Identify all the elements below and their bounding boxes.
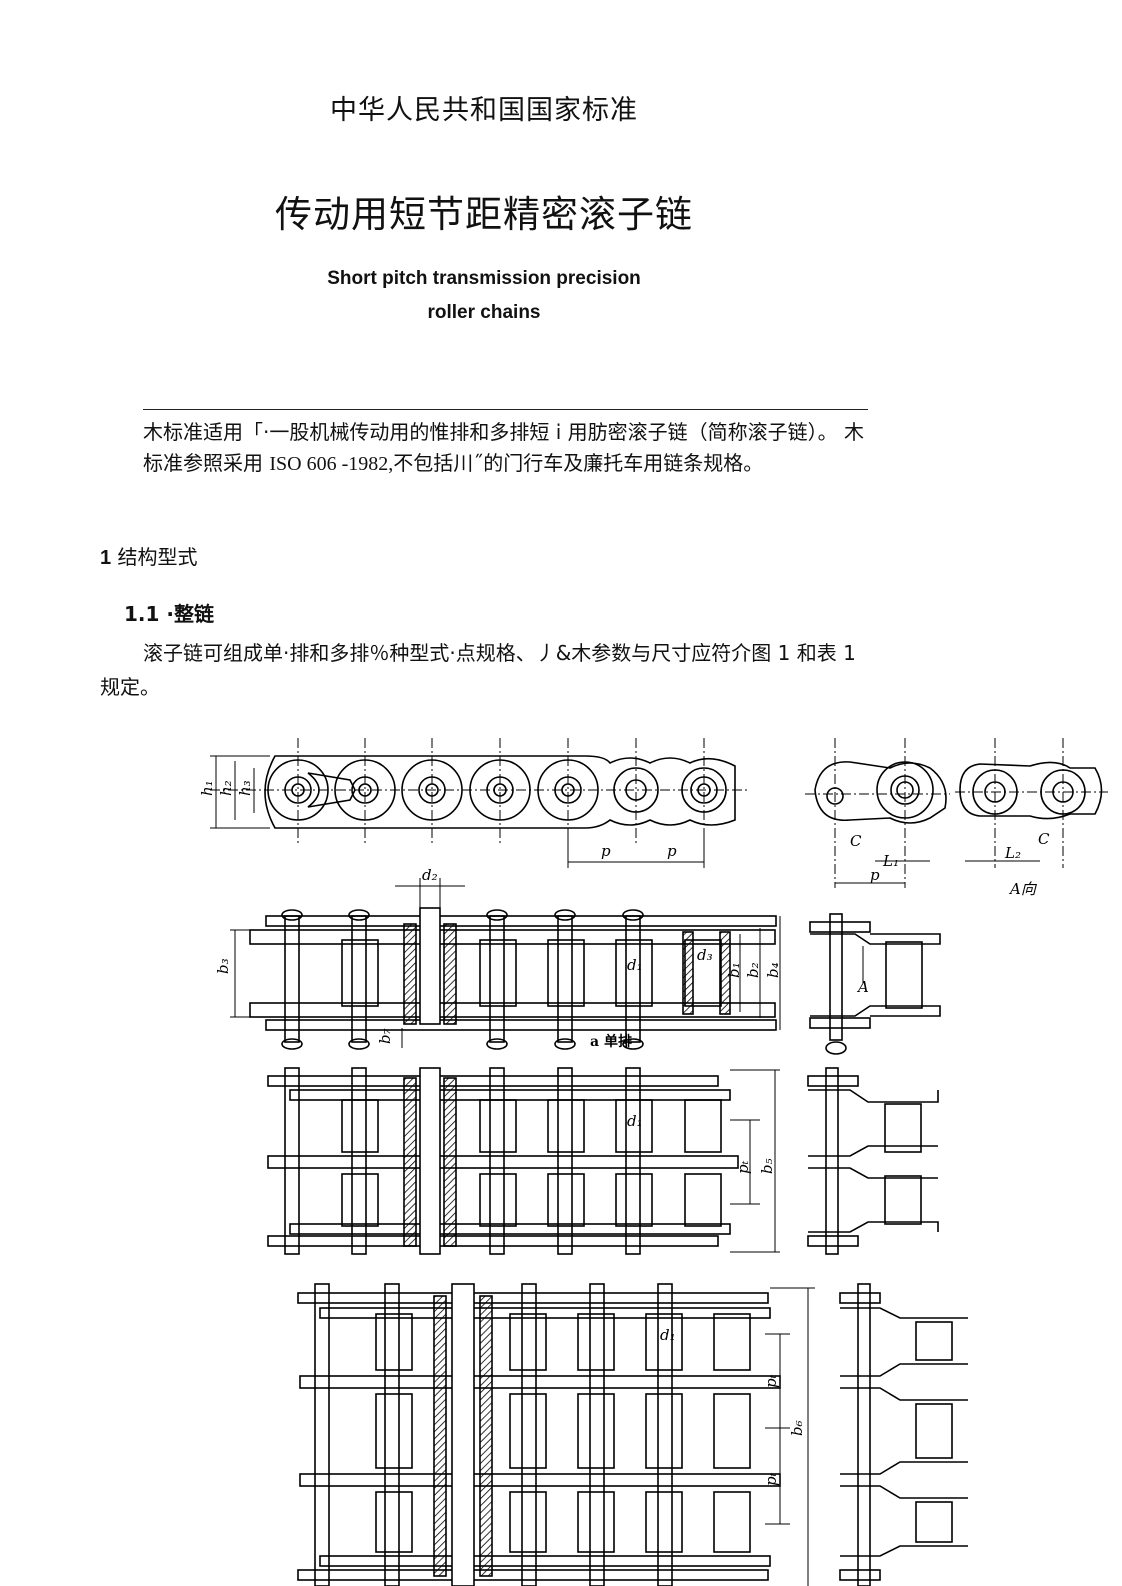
label-b1: b₁ — [725, 962, 743, 978]
title-en-line1: Short pitch transmission precision — [327, 268, 641, 289]
label-b4: b₄ — [764, 962, 782, 978]
section-1-1-heading: 1.1 ·整链 — [124, 598, 214, 627]
document-title-cn: 传动用短节距精密滚子链 — [275, 193, 693, 236]
label-d1-triple: d₁ — [660, 1326, 676, 1344]
title-en-line2: roller chains — [427, 302, 541, 323]
body-paragraph: 滚子链可组成单·排和多排％种型式·点规格、丿&木参数与尺寸应符介图 1 和表 1… — [100, 641, 856, 699]
standard-name: 中华人民共和国国家标准 — [330, 95, 638, 126]
label-pt-triple-2: pₜ — [762, 1472, 780, 1486]
label-pt-triple-1: pₜ — [762, 1374, 780, 1388]
single-strand-end-view — [809, 913, 941, 1055]
figure-caption-single: a 单排 — [590, 1033, 632, 1050]
label-a-direction: A向 — [1008, 880, 1038, 898]
label-p-1: p — [601, 842, 611, 860]
label-d1: d₁ — [627, 956, 643, 974]
double-strand-end-view — [807, 1067, 939, 1255]
label-b7: b₇ — [376, 1028, 394, 1044]
section-1-number: 1 — [100, 547, 112, 569]
label-b3: b₃ — [214, 958, 232, 974]
chain-drawing: h₁ h₂ h₃ p p C L₁ p C L₂ A向 d₂ d₁ d₃ b₃ … — [198, 738, 1108, 1586]
scope-iso-ref: ISO 606 -1982, — [269, 453, 394, 475]
label-p-2: p — [667, 842, 677, 860]
triple-strand-end-view — [839, 1283, 968, 1586]
label-b6: b₆ — [788, 1420, 806, 1436]
label-pt-double: pₜ — [734, 1160, 752, 1174]
label-c-2: C — [1038, 830, 1050, 848]
single-strand-view — [230, 878, 781, 1050]
label-h1: h₁ — [198, 780, 216, 796]
label-d3: d₃ — [697, 946, 713, 964]
chain-side-view — [210, 738, 750, 868]
triple-strand-view — [297, 1283, 815, 1586]
document-title-en: Short pitch transmission precision rolle… — [0, 262, 968, 330]
label-p-3: p — [870, 866, 880, 884]
chain-end-detail — [805, 738, 1108, 888]
divider-rule — [143, 409, 868, 410]
label-l2: L₂ — [1004, 844, 1021, 862]
scope-text-1: 木标准适用「·一股机械传动用的惟排和多排短 i 用肪密滚子链（简称滚子链）。 木… — [143, 420, 864, 475]
label-b2: b₂ — [744, 962, 762, 978]
label-a: A — [856, 978, 869, 996]
scope-text-2: 不包括川˝的门行车及廉托车用链条规格。 — [393, 451, 764, 475]
label-h2: h₂ — [217, 780, 235, 796]
section-1-title: 结构型式 — [117, 545, 198, 569]
scope-paragraph: 木标准适用「·一股机械传动用的惟排和多排短 i 用肪密滚子链（简称滚子链）。 木… — [143, 417, 868, 480]
section-1-heading: 1 结构型式 — [100, 541, 197, 570]
chain-drawing-figure: h₁ h₂ h₃ p p C L₁ p C L₂ A向 d₂ d₁ d₃ b₃ … — [190, 728, 1110, 1586]
label-b5: b₅ — [758, 1158, 776, 1174]
double-strand-view — [267, 1067, 780, 1255]
section-1-1-number: 1.1 · — [124, 602, 174, 626]
label-d1-double: d₁ — [627, 1112, 643, 1130]
label-l1: L₁ — [882, 852, 899, 870]
label-d2: d₂ — [422, 866, 438, 884]
section-1-1-title: 整链 — [174, 602, 214, 626]
label-c-1: C — [850, 832, 862, 850]
label-h3: h₃ — [236, 780, 254, 796]
